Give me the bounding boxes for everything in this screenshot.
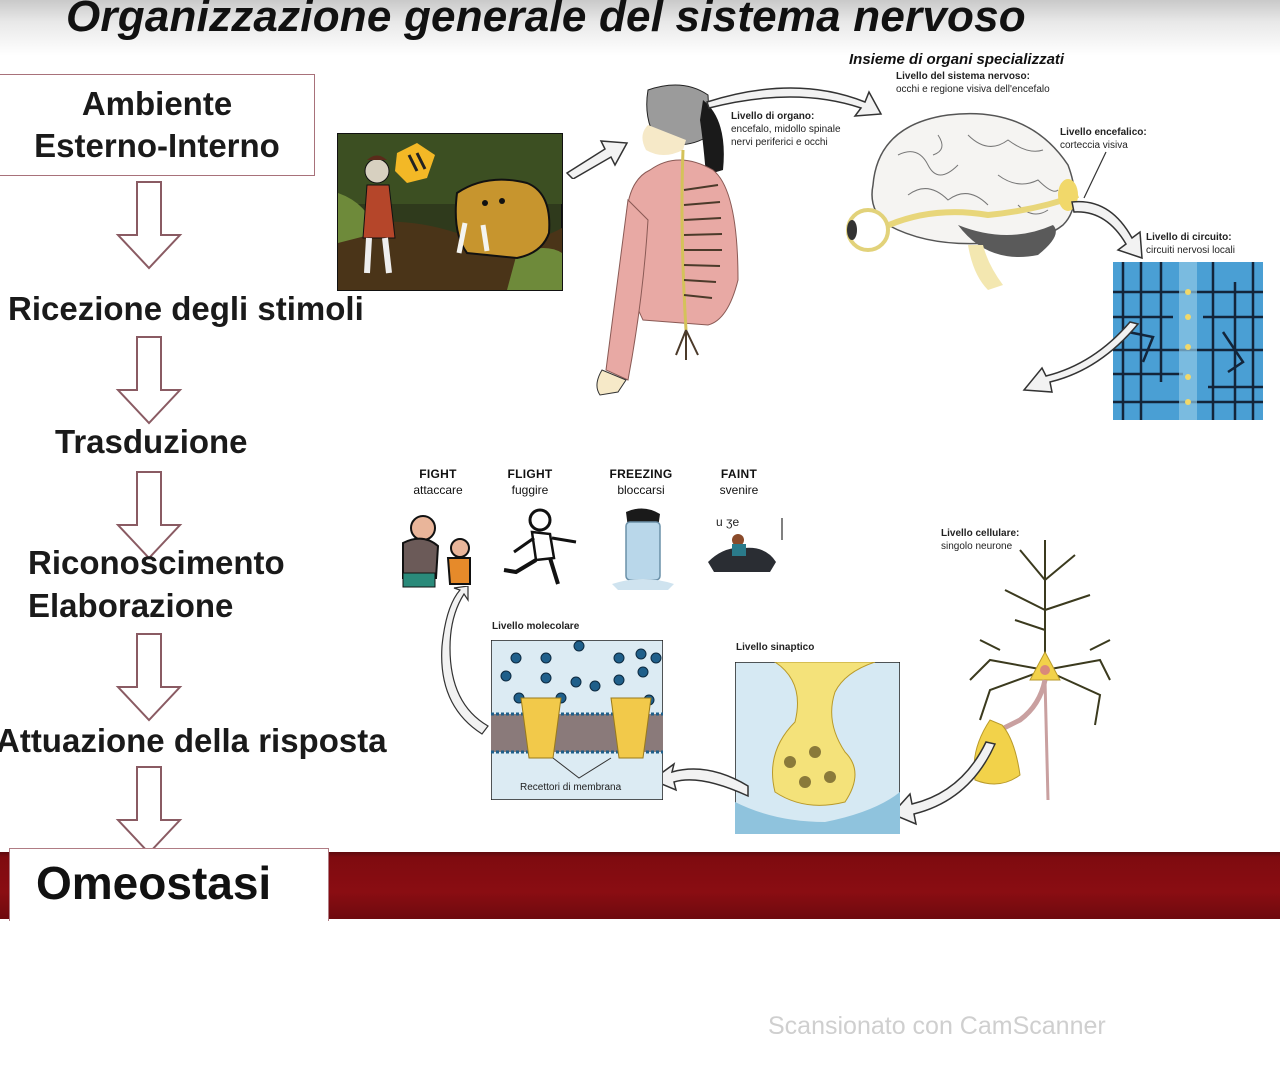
synapse-illustration — [735, 662, 900, 834]
caveman-sabertooth-illustration — [337, 133, 563, 291]
response-faint-en: FAINT — [720, 467, 758, 481]
down-arrow-icon — [115, 336, 183, 425]
brain-level-label: Livello encefalico: corteccia visiva — [1060, 126, 1147, 152]
svg-text:u ʒe: u ʒe — [716, 515, 740, 529]
flight-cartoon — [503, 508, 577, 585]
down-arrow-icon — [115, 766, 183, 855]
system-level-title: Livello del sistema nervoso: — [896, 71, 1030, 82]
arrow-to-circuit-icon — [1071, 200, 1143, 260]
response-flight: FLIGHT fuggire — [492, 466, 568, 498]
response-flight-it: fuggire — [511, 483, 549, 497]
organ-level-title: Livello di organo: — [731, 111, 815, 122]
step-response: Attuazione della risposta — [0, 722, 387, 759]
homeostasis-box — [9, 848, 329, 921]
molecular-level-title: Livello molecolare — [492, 621, 580, 632]
cell-level-desc: singolo neurone — [941, 541, 1013, 552]
organs-caption: Insieme di organi specializzati — [849, 51, 1065, 68]
faint-cartoon: u ʒe — [708, 515, 783, 572]
neuron-illustration — [969, 540, 1111, 801]
arrow-to-synapse-icon — [890, 741, 997, 826]
step-reception: Ricezione degli stimoli — [8, 290, 364, 327]
environment-box: Ambiente Esterno-Interno — [0, 74, 315, 176]
human-nervous-system-illustration — [596, 84, 739, 396]
title-band — [0, 0, 1280, 62]
down-arrow-icon — [115, 471, 183, 560]
brain-level-title: Livello encefalico: — [1060, 127, 1147, 138]
arrow-to-brain-icon — [706, 87, 883, 117]
organ-level-desc2: nervi periferici e occhi — [731, 137, 828, 148]
environment-line2: Esterno-Interno — [34, 127, 280, 164]
membrane-receptors-label: Recettori di membrana — [520, 782, 622, 793]
step-transduction: Trasduzione — [55, 423, 248, 460]
synaptic-level-label: Livello sinaptico — [736, 641, 814, 654]
step-processing: Elaborazione — [28, 587, 234, 624]
response-faint-it: svenire — [719, 483, 759, 497]
brain-illustration — [846, 112, 1080, 290]
membrane-receptor-illustration — [491, 640, 663, 800]
down-arrow-icon — [115, 633, 183, 722]
brain-level-desc: corteccia visiva — [1060, 140, 1128, 151]
response-faint: FAINT svenire — [704, 466, 774, 498]
system-level-label: Livello del sistema nervoso: occhi e reg… — [896, 70, 1050, 96]
response-flight-en: FLIGHT — [507, 467, 553, 481]
response-freezing-en: FREEZING — [609, 467, 673, 481]
page-title: Organizzazione generale del sistema nerv… — [66, 0, 1026, 41]
step-recognition: Riconoscimento — [28, 544, 285, 581]
arrow-to-responses-icon — [441, 586, 489, 735]
organ-level-label: Livello di organo: encefalo, midollo spi… — [731, 110, 841, 149]
response-fight: FIGHT attaccare — [400, 466, 476, 498]
molecular-level-label: Livello molecolare — [492, 620, 579, 633]
response-freezing-it: bloccarsi — [617, 483, 665, 497]
response-fight-it: attaccare — [413, 483, 463, 497]
pointer-line — [1083, 151, 1107, 199]
system-level-desc: occhi e regione visiva dell'encefalo — [896, 84, 1050, 95]
arrow-from-circuit-icon — [1022, 321, 1140, 393]
circuit-level-desc: circuiti nervosi locali — [1146, 245, 1235, 256]
cell-level-label: Livello cellulare: singolo neurone — [941, 527, 1019, 553]
cell-level-title: Livello cellulare: — [941, 528, 1020, 539]
freezing-cartoon — [612, 508, 674, 590]
environment-line1: Ambiente — [81, 85, 233, 122]
response-freezing: FREEZING bloccarsi — [596, 466, 686, 498]
circuit-level-label: Livello di circuito: circuiti nervosi lo… — [1146, 231, 1235, 257]
organ-level-desc1: encefalo, midollo spinale — [731, 124, 841, 135]
synaptic-level-title: Livello sinaptico — [736, 642, 815, 653]
neural-circuit-illustration — [1113, 262, 1263, 420]
camscanner-watermark: Scansionato con CamScanner — [768, 1012, 1106, 1040]
arrow-to-molecule-icon — [650, 762, 749, 798]
homeostasis-label: Omeostasi — [36, 857, 272, 909]
arrow-to-body-icon — [565, 140, 629, 179]
fight-cartoon — [402, 515, 471, 588]
down-arrow-icon — [115, 181, 183, 270]
response-fight-en: FIGHT — [419, 467, 457, 481]
circuit-level-title: Livello di circuito: — [1146, 232, 1232, 243]
